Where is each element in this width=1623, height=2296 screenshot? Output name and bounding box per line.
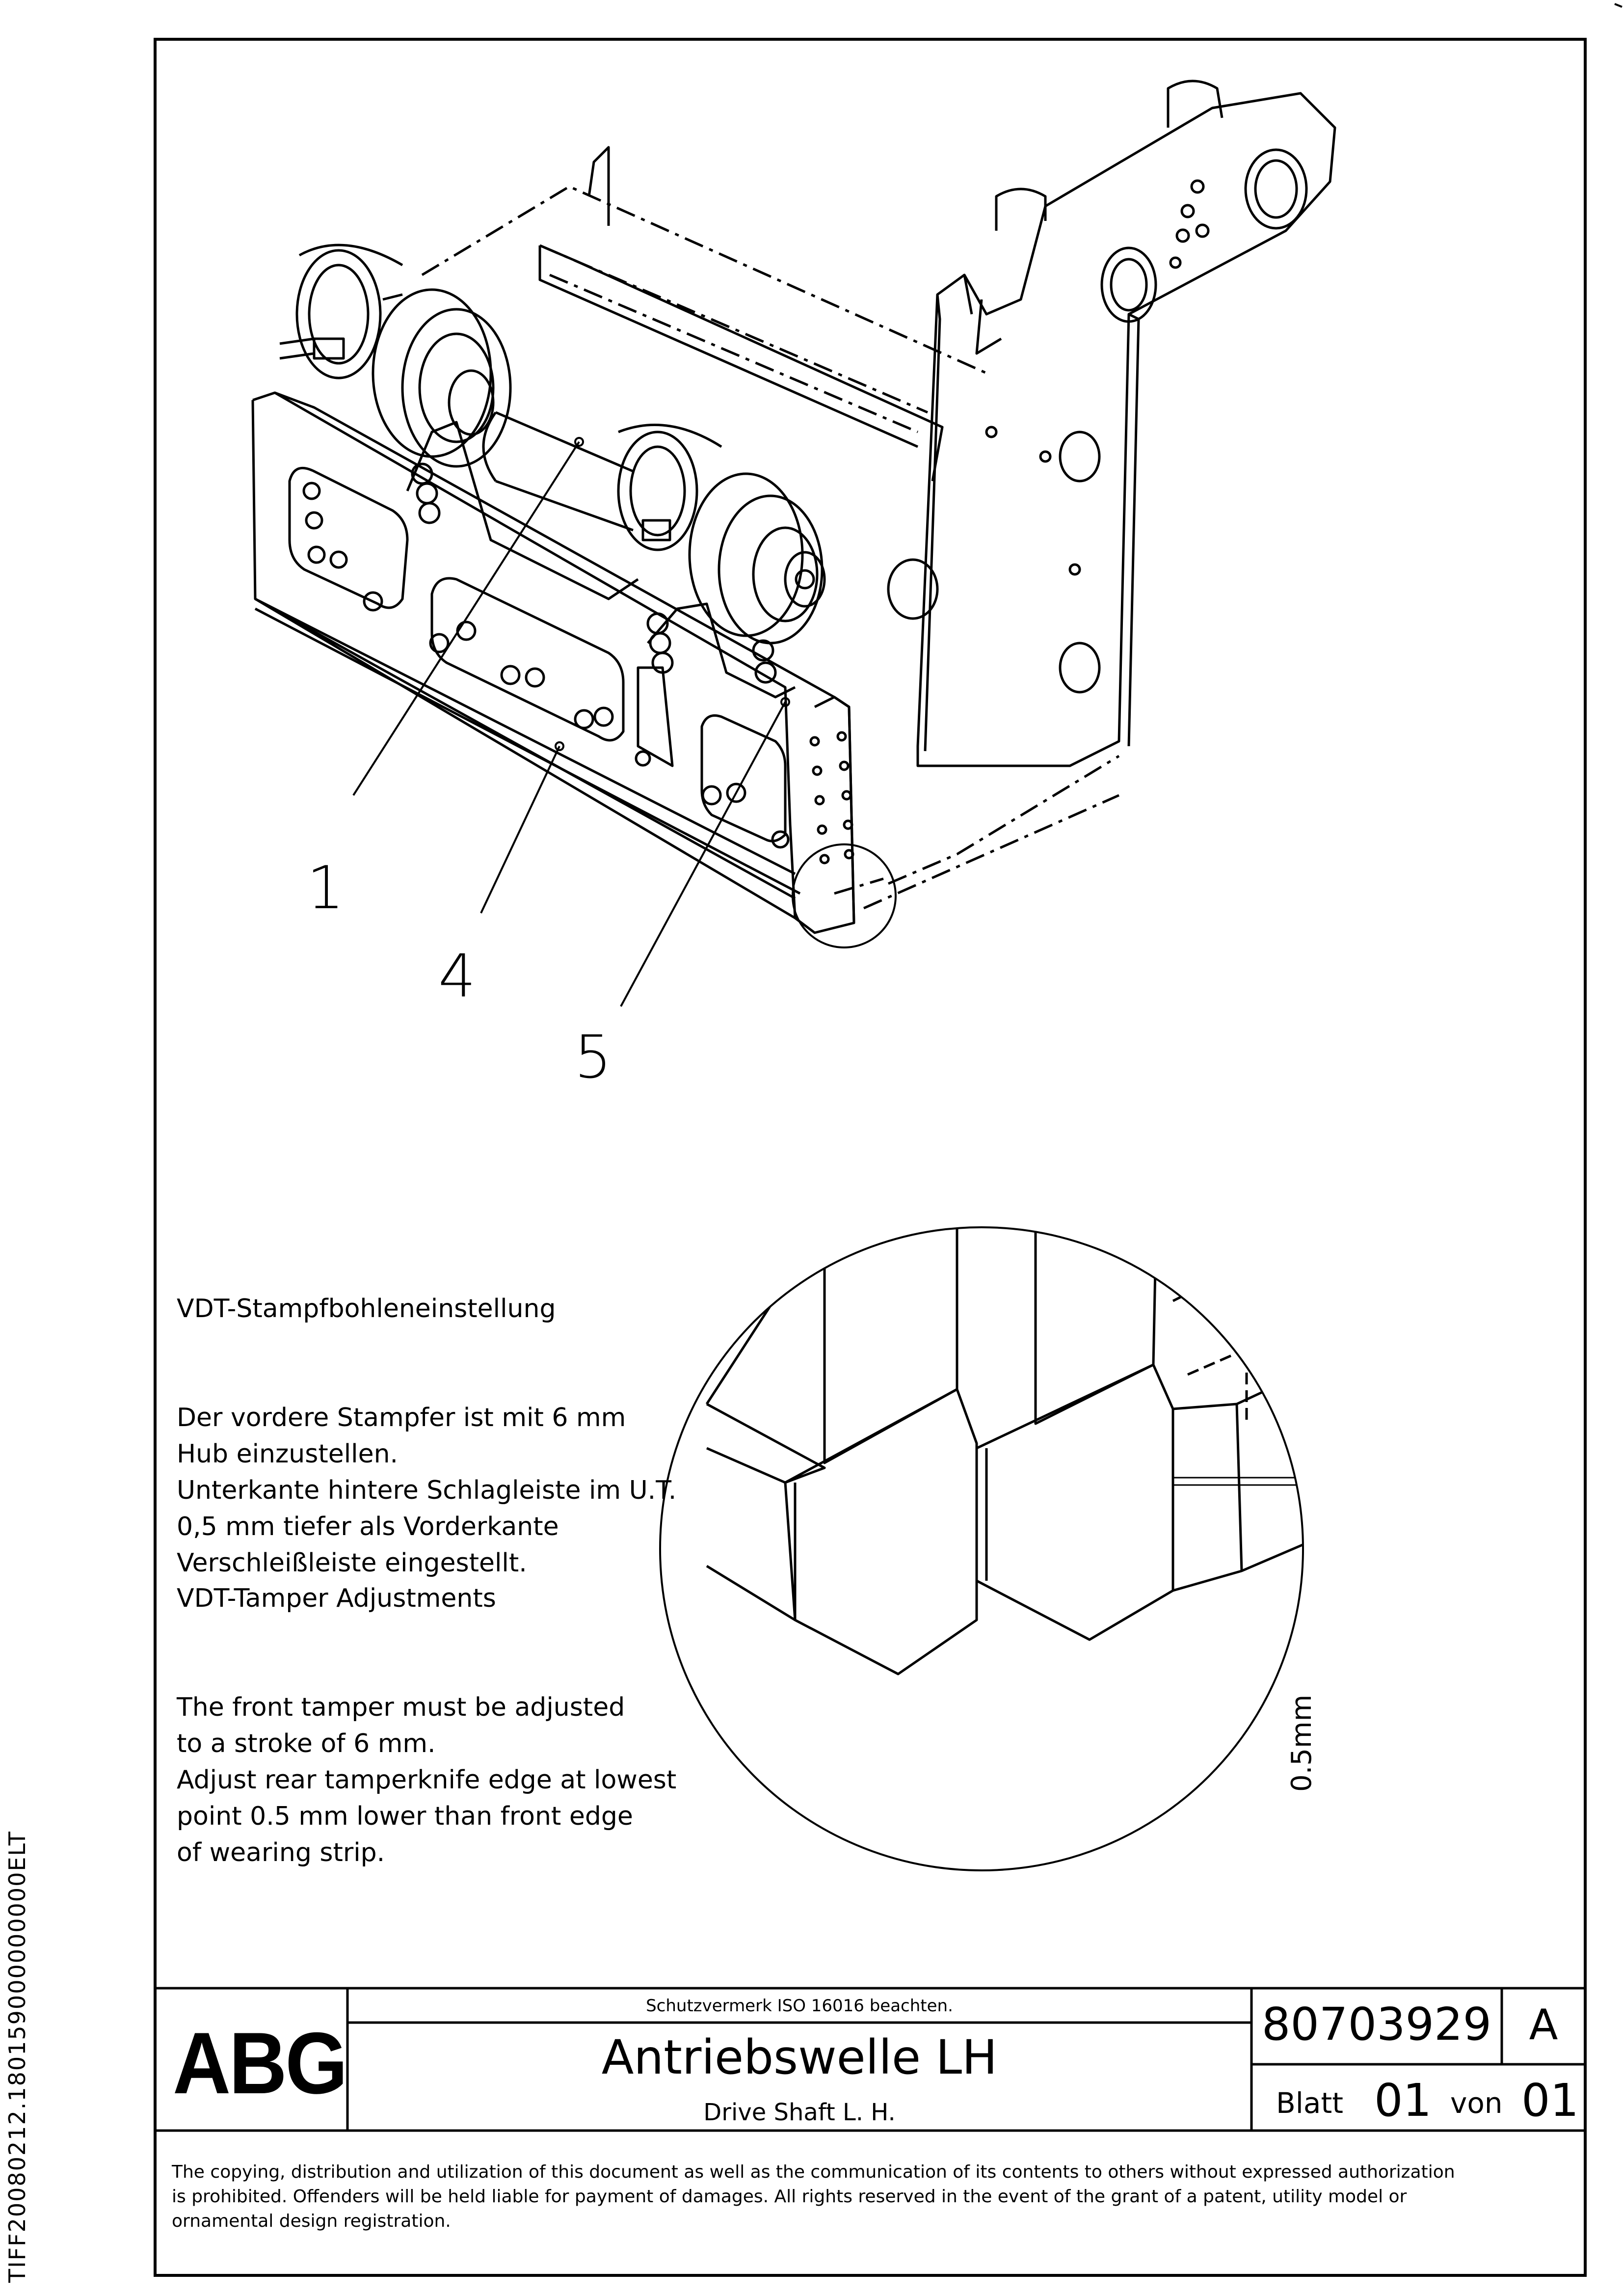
notes-german-body: Der vordere Stampfer ist mit 6 mm Hub ei… bbox=[177, 1403, 677, 1578]
protection-note: Schutzvermerk ISO 16016 beachten. bbox=[646, 1996, 953, 2016]
detail-view-circle bbox=[659, 1226, 1304, 1871]
detail-dimension-label: 0.5mm bbox=[1286, 1694, 1318, 1792]
beam-strut-1 bbox=[406, 421, 639, 600]
cross-member bbox=[538, 244, 944, 482]
leader-lines bbox=[352, 437, 790, 1007]
drawing-number: 80703929 bbox=[1261, 1998, 1492, 2051]
tamper-beam-bottom bbox=[251, 400, 796, 919]
notes-german-title: VDT-Stampfbohleneinstellung bbox=[177, 1294, 556, 1324]
rear-tamper-bar bbox=[823, 1227, 958, 1464]
revision: A bbox=[1529, 2000, 1558, 2050]
sheet-label: Blatt bbox=[1276, 2086, 1343, 2120]
side-plate-bore-large-inner bbox=[1254, 159, 1298, 219]
end-plate-holes bbox=[809, 731, 854, 864]
side-plate-outline bbox=[916, 92, 1336, 767]
drawing-file-code: TIFF20080212.180159000000000ELT bbox=[4, 1831, 30, 2283]
notes-english-title: VDT-Tamper Adjustments bbox=[177, 1584, 496, 1613]
bearing-assembly-left bbox=[279, 243, 512, 468]
of-label: von bbox=[1450, 2086, 1503, 2120]
sheet-number: 01 bbox=[1374, 2074, 1432, 2127]
wearing-strip bbox=[254, 597, 801, 895]
side-plate-bore-large bbox=[1244, 148, 1308, 230]
notes-english: VDT-Tamper Adjustments The front tamper … bbox=[177, 1544, 736, 1907]
drawing-title-german: Antriebswelle LH bbox=[601, 2030, 998, 2085]
abg-logo: ABG bbox=[173, 2014, 348, 2112]
detail-hidden-lines bbox=[1172, 1227, 1303, 1424]
notes-german: VDT-Stampfbohleneinstellung Der vordere … bbox=[177, 1254, 736, 1618]
side-plate-bore-mid bbox=[1100, 246, 1157, 323]
detail-view bbox=[659, 1099, 1304, 1871]
frame-corner-mark bbox=[1614, 3, 1623, 8]
copyright-notice: The copying, distribution and utilizatio… bbox=[172, 2162, 1455, 2231]
beam-strut-2 bbox=[647, 602, 796, 699]
beam-window-left bbox=[288, 466, 409, 609]
tube-upper bbox=[1167, 80, 1224, 128]
detail-marker-circle bbox=[792, 843, 897, 948]
end-plate bbox=[814, 696, 855, 923]
side-plate-bore-mid-inner bbox=[1110, 258, 1148, 312]
front-tamper-bar bbox=[1034, 1227, 1160, 1425]
front-knife-edge bbox=[975, 1363, 1174, 1641]
notes-english-body: The front tamper must be adjusted to a s… bbox=[177, 1693, 677, 1867]
tamper-bar-hole-2 bbox=[1075, 1099, 1123, 1179]
hidden-frame-top bbox=[421, 185, 1120, 885]
callout-4: 4 bbox=[438, 943, 476, 1011]
tube-middle bbox=[995, 188, 1047, 231]
beam-window-middle bbox=[430, 577, 625, 742]
sheet-total: 01 bbox=[1521, 2074, 1579, 2127]
title-block-grid bbox=[155, 1987, 1585, 2132]
hidden-frame-bottom bbox=[834, 794, 1120, 910]
bearing-assembly-right bbox=[617, 423, 826, 645]
side-plate-face bbox=[924, 274, 1140, 752]
tamper-bar-hole-1 bbox=[851, 1227, 891, 1236]
wearing-strip-detail bbox=[1172, 1304, 1303, 1592]
beam-bolts bbox=[302, 462, 790, 849]
drawing-title-english: Drive Shaft L. H. bbox=[703, 2099, 896, 2126]
drawing-frame bbox=[154, 38, 1587, 2277]
callout-1: 1 bbox=[307, 854, 345, 922]
drive-shaft bbox=[482, 411, 634, 532]
assembly-illustration bbox=[251, 80, 1336, 934]
callout-5: 5 bbox=[574, 1024, 612, 1092]
tamper-beam-front bbox=[252, 391, 855, 934]
